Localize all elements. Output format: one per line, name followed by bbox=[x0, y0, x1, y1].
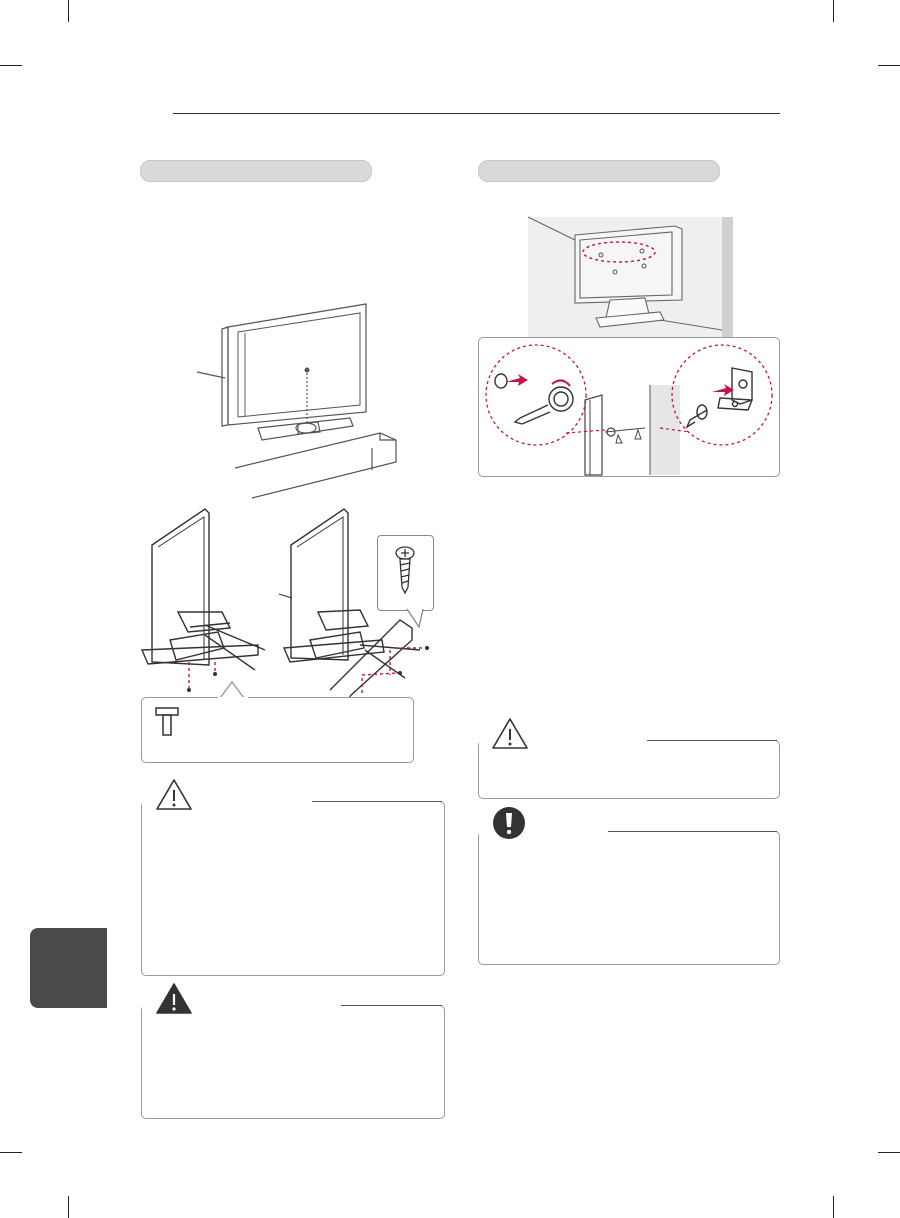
crop-mark-tr-v bbox=[833, 0, 834, 22]
warning-box-header-line bbox=[341, 1005, 442, 1007]
language-side-tab-label bbox=[30, 928, 107, 1008]
caution-box-right-header-line bbox=[647, 740, 777, 742]
caution-icon-left bbox=[156, 779, 192, 810]
bolt-icon bbox=[155, 707, 179, 736]
wall-illustration-bg bbox=[528, 217, 733, 339]
header-rule bbox=[173, 113, 780, 115]
language-side-tab bbox=[30, 928, 107, 1008]
crop-mark-tl-h bbox=[0, 65, 22, 66]
warning-box bbox=[141, 1005, 445, 1119]
caution-box-left bbox=[141, 801, 445, 976]
bolt-callout bbox=[141, 697, 414, 763]
screw-icon bbox=[395, 546, 424, 629]
warning-box-header-gap bbox=[142, 999, 342, 1011]
section-heading-right bbox=[478, 160, 720, 182]
crop-mark-br-h bbox=[878, 1152, 900, 1153]
crop-mark-br-v bbox=[833, 1196, 834, 1218]
screw-callout bbox=[377, 535, 434, 611]
warning-icon bbox=[156, 983, 192, 1014]
caution-box-left-header-line bbox=[312, 801, 442, 803]
note-box bbox=[478, 831, 780, 965]
note-icon bbox=[493, 807, 525, 839]
crop-mark-bl-h bbox=[0, 1152, 22, 1153]
section-heading-left bbox=[140, 160, 372, 182]
crop-mark-tr-h bbox=[878, 65, 900, 66]
caution-box-right bbox=[478, 740, 780, 799]
crop-mark-tl-v bbox=[68, 0, 69, 22]
caution-icon-right bbox=[492, 718, 528, 749]
bolt-callout-tail bbox=[218, 680, 248, 700]
crop-mark-bl-v bbox=[68, 1196, 69, 1218]
note-box-header-line bbox=[608, 831, 777, 833]
bracket-detail-box bbox=[478, 337, 780, 477]
